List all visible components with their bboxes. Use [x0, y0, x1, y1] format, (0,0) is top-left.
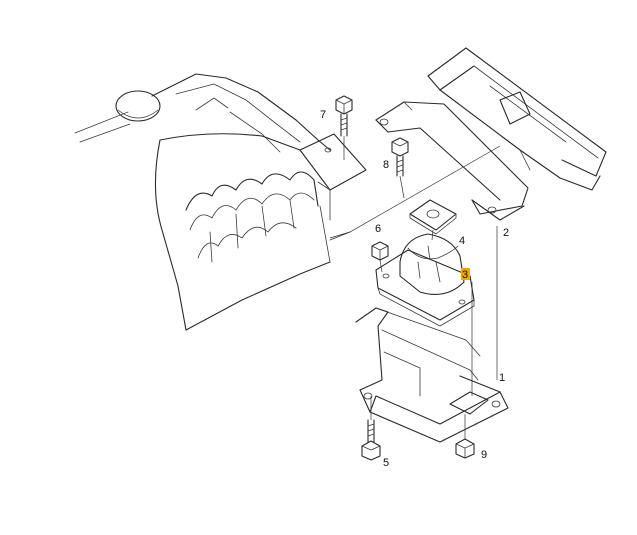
bolt-5	[361, 419, 381, 461]
engine-mount-3	[375, 233, 475, 327]
callout-7[interactable]: 7	[320, 109, 326, 121]
callout-8[interactable]: 8	[383, 159, 389, 171]
callout-4[interactable]: 4	[459, 235, 465, 247]
nut-9	[455, 438, 475, 459]
part-3-highlight	[461, 268, 470, 280]
lower-bracket-1	[355, 307, 509, 443]
stud-8	[391, 137, 409, 177]
nut-6	[371, 241, 389, 261]
callout-labels: 1 2 3 4 5 6 7 8 9	[320, 109, 509, 469]
callout-5[interactable]: 5	[383, 457, 389, 469]
bolt-7	[335, 95, 353, 137]
assembly-leader-lines	[329, 136, 501, 439]
washer-4	[409, 199, 457, 235]
callout-1[interactable]: 1	[499, 372, 505, 384]
callout-2[interactable]: 2	[503, 227, 509, 239]
callout-3[interactable]: 3	[462, 269, 468, 281]
bracket-plate	[375, 101, 529, 221]
callout-9[interactable]: 9	[481, 449, 487, 461]
transmission-housing	[74, 73, 367, 331]
callout-6[interactable]: 6	[375, 223, 381, 235]
crossmember	[427, 47, 607, 191]
